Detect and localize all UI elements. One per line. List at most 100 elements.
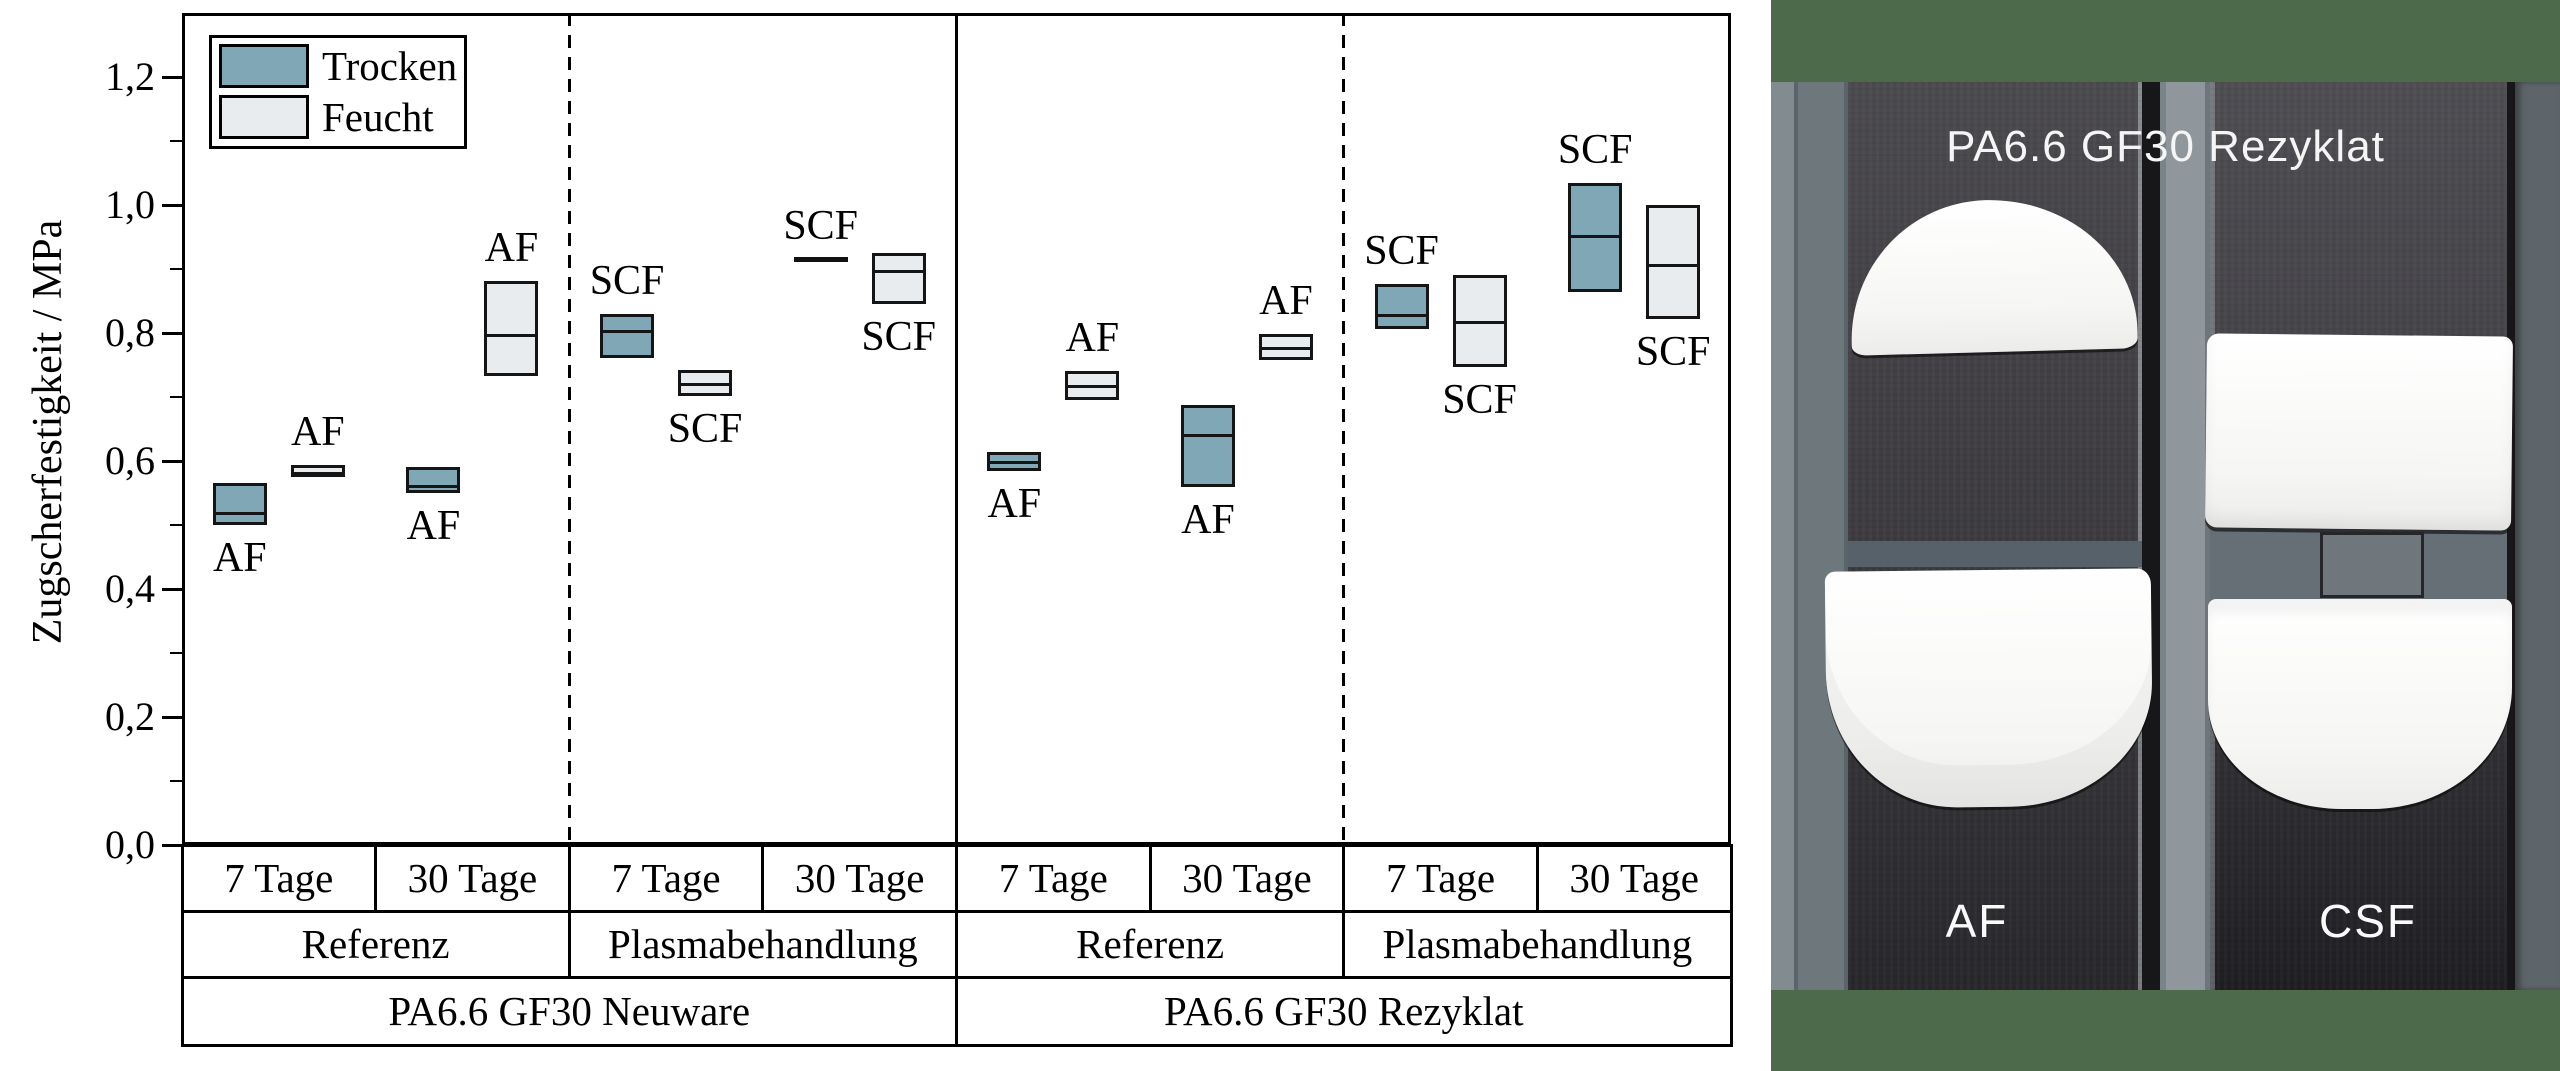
y-major-tick bbox=[162, 715, 182, 719]
median-line bbox=[1570, 235, 1621, 239]
y-minor-tick bbox=[170, 780, 182, 782]
box-feucht bbox=[1065, 371, 1120, 401]
box-label: AF bbox=[1065, 315, 1120, 362]
median-line bbox=[680, 382, 731, 386]
table-cell: 30 Tage bbox=[1569, 855, 1699, 901]
table-vline bbox=[955, 911, 958, 977]
box-feucht bbox=[290, 465, 345, 477]
y-tick-label: 0,4 bbox=[105, 566, 155, 611]
box-trocken bbox=[600, 313, 655, 358]
table-vline bbox=[180, 977, 184, 1045]
table-cell: Plasmabehandlung bbox=[608, 921, 918, 967]
box-feucht bbox=[1646, 205, 1701, 319]
table-cell: Plasmabehandlung bbox=[1382, 921, 1693, 967]
specimen-photo: PA6.6 GF30 Rezyklat AF CSF bbox=[1771, 82, 2560, 990]
table-cell: 30 Tage bbox=[794, 855, 925, 901]
box-feucht bbox=[871, 253, 926, 305]
table-vline bbox=[1535, 845, 1539, 911]
table-cell: 7 Tage bbox=[224, 855, 334, 901]
table-vline bbox=[1729, 911, 1733, 977]
box-label: SCF bbox=[589, 257, 665, 304]
y-major-tick bbox=[162, 75, 182, 79]
y-tick-label: 0,2 bbox=[105, 694, 155, 739]
y-tick-label: 1,0 bbox=[105, 182, 155, 227]
treatment-divider-dashed bbox=[1342, 13, 1346, 845]
y-major-tick bbox=[162, 203, 182, 207]
adhesive-residue-right-lower bbox=[2208, 599, 2512, 809]
y-major-tick bbox=[162, 587, 182, 591]
median-line bbox=[214, 512, 265, 516]
treatment-divider-dashed bbox=[567, 13, 571, 845]
median-line bbox=[602, 329, 653, 333]
y-minor-tick bbox=[170, 140, 182, 142]
median-line bbox=[408, 484, 459, 488]
table-cell: PA6.6 GF30 Rezyklat bbox=[1163, 988, 1524, 1034]
box-label: AF bbox=[1259, 278, 1313, 325]
y-tick-label: 1,2 bbox=[105, 54, 155, 99]
median-line bbox=[1376, 313, 1427, 317]
box-trocken bbox=[1374, 284, 1429, 329]
table-vline bbox=[567, 845, 571, 911]
box-label: SCF bbox=[1557, 126, 1633, 173]
photo-bg-strip bbox=[2160, 82, 2210, 990]
box-trocken bbox=[212, 483, 267, 525]
legend-swatch-feucht bbox=[219, 95, 309, 139]
y-minor-tick bbox=[170, 652, 182, 654]
specimen-label-csf: CSF bbox=[2319, 895, 2417, 947]
adhesive-residue-left-lower bbox=[1824, 568, 2154, 809]
photo-bg-strip bbox=[2515, 82, 2560, 990]
median-line bbox=[486, 334, 537, 338]
table-cell: 7 Tage bbox=[1386, 855, 1496, 901]
box-trocken bbox=[987, 452, 1042, 471]
table-cell: 30 Tage bbox=[407, 855, 538, 901]
table-vline bbox=[180, 911, 184, 977]
box-label: AF bbox=[484, 225, 539, 272]
legend-swatch-trocken bbox=[219, 44, 309, 88]
table-vline bbox=[955, 977, 958, 1045]
box-feucht bbox=[484, 281, 539, 376]
y-minor-tick bbox=[170, 396, 182, 398]
specimen-label-af: AF bbox=[1945, 895, 2009, 947]
table-cell: 7 Tage bbox=[998, 855, 1108, 901]
photo-gap bbox=[2507, 82, 2515, 990]
y-major-tick bbox=[162, 843, 182, 847]
table-vline bbox=[180, 845, 184, 911]
box-label: SCF bbox=[1364, 228, 1439, 275]
box-feucht bbox=[678, 370, 733, 396]
box-trocken bbox=[406, 467, 461, 493]
table-vline bbox=[1148, 845, 1152, 911]
table-vline bbox=[761, 845, 765, 911]
table-cell: PA6.6 GF30 Neuware bbox=[388, 988, 751, 1034]
y-major-tick bbox=[162, 459, 182, 463]
box-label: AF bbox=[406, 503, 461, 549]
photo-title: PA6.6 GF30 Rezyklat bbox=[1946, 122, 2385, 171]
y-minor-tick bbox=[170, 268, 182, 270]
median-line bbox=[873, 270, 924, 274]
box-feucht bbox=[1452, 275, 1507, 367]
photo-gap bbox=[2142, 82, 2160, 990]
box-trocken bbox=[1568, 182, 1623, 293]
table-vline bbox=[1729, 977, 1733, 1045]
median-line bbox=[1260, 347, 1311, 351]
median-line bbox=[1182, 434, 1233, 438]
box-label: AF bbox=[290, 409, 345, 456]
table-cell: Referenz bbox=[301, 921, 450, 967]
median-line bbox=[1648, 263, 1699, 267]
lap-joint-rectangle bbox=[2320, 532, 2424, 598]
legend-label-trocken: Trocken bbox=[322, 43, 458, 89]
median-line bbox=[1454, 320, 1505, 324]
table-vline bbox=[1342, 911, 1346, 977]
box-label: AF bbox=[987, 480, 1042, 527]
y-tick-label: 0,0 bbox=[105, 822, 155, 867]
table-vline bbox=[955, 845, 958, 911]
table-vline bbox=[567, 911, 571, 977]
adhesive-residue-right-upper bbox=[2204, 333, 2514, 531]
panel-divider bbox=[955, 13, 958, 845]
box-label: AF bbox=[1181, 496, 1235, 543]
box-label: SCF bbox=[783, 203, 859, 250]
box-label: SCF bbox=[1442, 376, 1517, 423]
table-vline bbox=[1342, 845, 1346, 911]
box-label: SCF bbox=[1635, 328, 1711, 375]
photo-bg-strip bbox=[1771, 82, 1794, 990]
